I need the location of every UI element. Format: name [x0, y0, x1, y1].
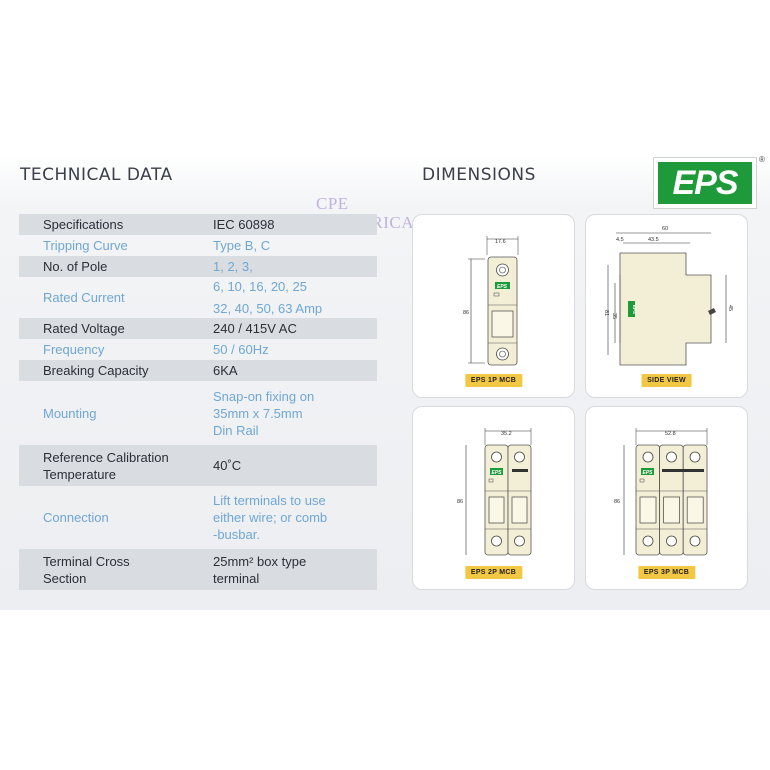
dimension-h1: 81	[603, 310, 609, 316]
spec-value: IEC 60898	[213, 217, 275, 232]
spec-value: Snap-on fixing on 35mm x 7.5mm Din Rail	[213, 381, 373, 445]
spec-value: 25mm² box type terminal	[213, 549, 373, 590]
spec-row-specifications: Specifications IEC 60898	[19, 214, 377, 235]
watermark-line-1: CPE	[316, 194, 349, 213]
spec-row-reference-calibration: Reference Calibration Temperature 40˚C	[19, 445, 377, 486]
spec-value: Lift terminals to use either wire; or co…	[213, 486, 373, 549]
spec-row-no-of-pole: No. of Pole 1, 2, 3,	[19, 256, 377, 277]
mcb-3p-drawing: 52.8 86 EPS	[614, 428, 708, 556]
badge: EPS	[632, 305, 637, 314]
spec-table: Specifications IEC 60898 Tripping Curve …	[19, 214, 377, 590]
dimension-total: 60	[662, 226, 668, 232]
card-1p-mcb: 17.6 86 EPS EPS 1P MCB	[412, 214, 575, 398]
spec-value: 6, 10, 16, 20, 25 32, 40, 50, 63 Amp	[213, 277, 373, 318]
card-label: SIDE VIEW	[641, 374, 692, 387]
spec-label: Mounting	[43, 405, 97, 421]
spec-label: Reference Calibration Temperature	[43, 445, 213, 486]
spec-label: Terminal Cross Section	[43, 549, 213, 590]
spec-row-rated-voltage: Rated Voltage 240 / 415V AC	[19, 318, 377, 339]
spec-row-terminal-cross-section: Terminal Cross Section 25mm² box type te…	[19, 549, 377, 590]
spec-value: 40˚C	[213, 458, 242, 473]
spec-row-tripping-curve: Tripping Curve Type B, C	[19, 235, 377, 256]
spec-value-line: Din Rail	[213, 422, 259, 438]
spec-label: Rated Current	[43, 290, 125, 305]
dimensions-heading: DIMENSIONS	[422, 165, 536, 185]
spec-label: No. of Pole	[43, 259, 108, 274]
spec-row-mounting: Mounting Snap-on fixing on 35mm x 7.5mm …	[19, 381, 377, 445]
spec-label: Tripping Curve	[43, 238, 128, 253]
mcb-2p-drawing: 35.2 86 EPS	[457, 428, 532, 556]
spec-value-line: terminal	[213, 570, 260, 586]
spec-label-line: Temperature	[43, 466, 116, 482]
side-view-drawing: 60 4.5 43.5 EPS 81 35 45	[603, 226, 733, 366]
spec-label-line: Section	[43, 570, 87, 586]
width-dimension: 35.2	[501, 431, 512, 437]
spec-value-line: 32, 40, 50, 63 Amp	[213, 300, 323, 316]
spec-label: Specifications	[43, 217, 124, 232]
spec-value: Type B, C	[213, 238, 271, 253]
spec-label-line: Reference Calibration	[43, 449, 169, 465]
spec-row-breaking-capacity: Breaking Capacity 6KA	[19, 360, 377, 381]
card-side-view: 60 4.5 43.5 EPS 81 35 45 SIDE VIEW	[585, 214, 748, 398]
width-dimension: 52.8	[665, 431, 676, 437]
eps-logo: EPS	[653, 157, 757, 209]
height-dimension: 86	[463, 310, 469, 316]
technical-data-heading: TECHNICAL DATA	[20, 165, 173, 185]
width-dimension: 17.6	[495, 239, 506, 245]
card-3p-mcb: 52.8 86 EPS EPS 3P MCB	[585, 406, 748, 590]
spec-value: 6KA	[213, 363, 238, 378]
spec-value: 50 / 60Hz	[213, 342, 269, 357]
badge: EPS	[492, 470, 503, 476]
registered-mark: ®	[759, 155, 765, 164]
spec-value: 1, 2, 3,	[213, 259, 253, 274]
card-label: EPS 2P MCB	[464, 566, 523, 579]
spec-label: Connection	[43, 510, 109, 525]
spec-value-line: Lift terminals to use	[213, 493, 326, 508]
spec-label: Rated Voltage	[43, 321, 125, 336]
spec-value-line: 35mm x 7.5mm	[213, 405, 303, 421]
spec-value-line: Snap-on fixing on	[213, 388, 315, 404]
spec-label-line: Terminal Cross	[43, 553, 130, 569]
spec-row-frequency: Frequency 50 / 60Hz	[19, 339, 377, 360]
spec-row-rated-current: Rated Current 6, 10, 16, 20, 25 32, 40, …	[19, 277, 377, 318]
card-2p-mcb: 35.2 86 EPS EPS 2P MCB	[412, 406, 575, 590]
spec-row-connection: Connection Lift terminals to use either …	[19, 486, 377, 549]
height-dimension: 86	[457, 499, 463, 505]
badge: EPS	[497, 284, 508, 290]
card-label: EPS 1P MCB	[464, 374, 523, 387]
spec-value-line: 6, 10, 16, 20, 25	[213, 278, 307, 294]
spec-label: Breaking Capacity	[43, 363, 149, 378]
height-dimension: 86	[614, 499, 620, 505]
spec-label: Frequency	[43, 342, 105, 357]
spec-value-line: either wire; or comb	[213, 510, 328, 525]
badge: EPS	[643, 470, 654, 476]
dimension-h2: 35	[611, 313, 617, 319]
logo-text: EPS	[672, 163, 738, 202]
spec-value-line: -busbar.	[213, 527, 260, 542]
dimension-right: 45	[727, 305, 733, 311]
spec-value: 240 / 415V AC	[213, 321, 297, 336]
spec-value-line: 25mm² box type	[213, 553, 307, 569]
dimension-mid: 43.5	[648, 237, 659, 243]
mcb-1p-drawing: 17.6 86 EPS	[463, 236, 519, 366]
card-label: EPS 3P MCB	[637, 566, 696, 579]
dimension-left: 4.5	[616, 237, 624, 243]
